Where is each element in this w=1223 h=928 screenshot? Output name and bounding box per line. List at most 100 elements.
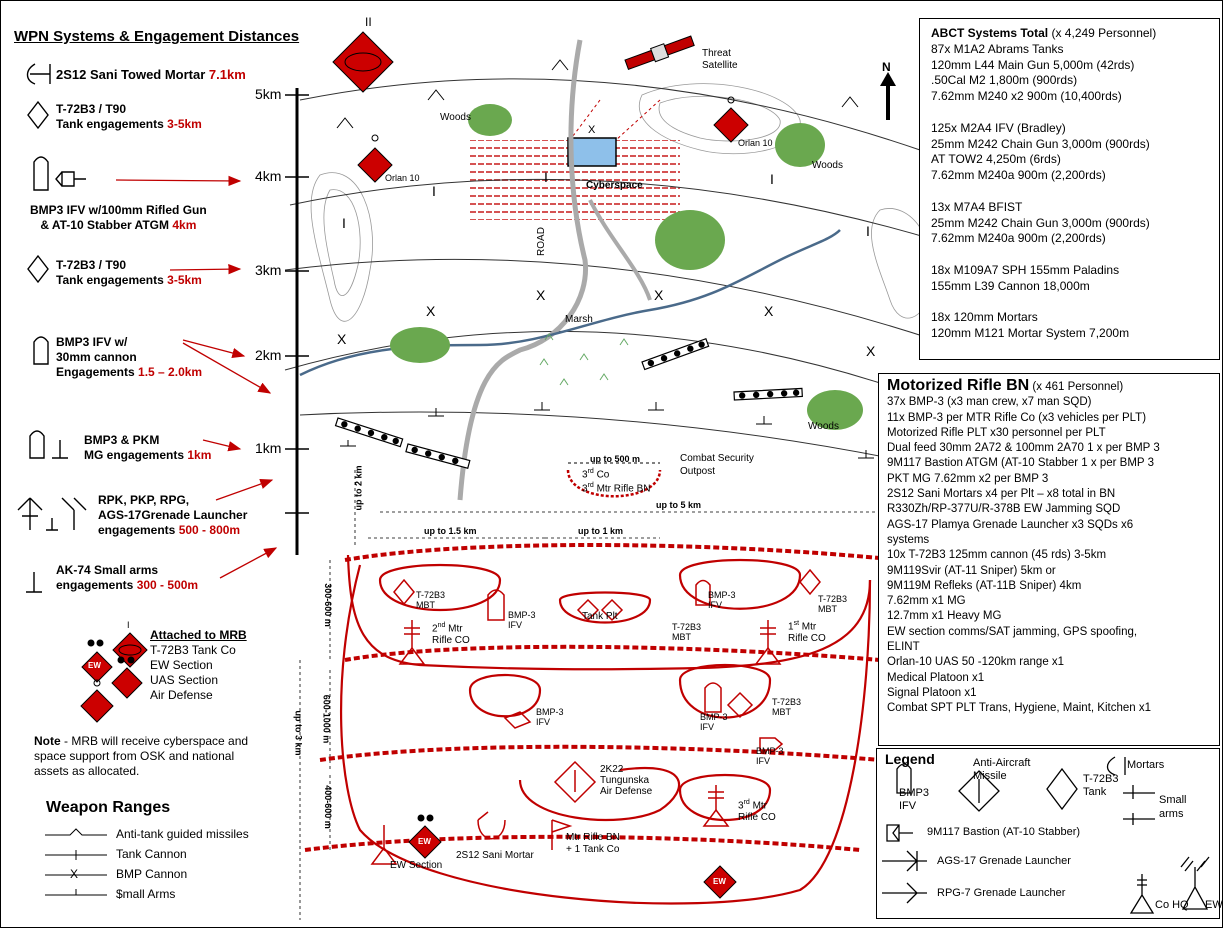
sani-label: 2S12 Sani Towed Mortar 7.1km bbox=[56, 67, 246, 82]
first-rifle-co-label: 1st Mtr Rifle CO bbox=[788, 620, 826, 645]
svg-text:I: I bbox=[866, 223, 870, 239]
up-to-2km-label: up to 2 km bbox=[353, 465, 364, 511]
cyber-x-marker: X bbox=[588, 124, 596, 136]
up-to-1km-label: up to 1 km bbox=[578, 526, 624, 536]
weapon-range-atgm: Anti-tank guided missiles bbox=[116, 827, 249, 841]
legend-rpg: RPG-7 Grenade Launcher bbox=[937, 887, 1066, 899]
range-arrows bbox=[115, 175, 278, 579]
svg-text:X: X bbox=[426, 303, 436, 319]
bmp3-pkm-label: BMP3 & PKM MG engagements 1km bbox=[84, 433, 212, 462]
enemy-battalion-icon bbox=[332, 31, 394, 93]
legend-cohq: Co HQ bbox=[1155, 899, 1189, 911]
legend-bastion: 9M117 Bastion (AT-10 Stabber) bbox=[927, 826, 1081, 838]
t72-label: T-72B3 / T90 Tank engagements 3-5km bbox=[56, 258, 202, 287]
legend-symbols bbox=[882, 756, 1210, 914]
note-text: Note - MRB will receive cyberspace and s… bbox=[34, 734, 249, 778]
combat-security-outpost bbox=[566, 469, 662, 498]
scale-label-5km: 5km bbox=[255, 86, 282, 102]
orlan-label: Orlan 10 bbox=[738, 138, 773, 148]
tank-markers: I I I I I bbox=[342, 169, 870, 239]
up-to-15km-label: up to 1.5 km bbox=[424, 526, 477, 536]
scale-label-2km: 2km bbox=[255, 347, 282, 363]
defensive-lines bbox=[304, 543, 901, 905]
bmp3-atgm-label: BMP3 IFV w/100mm Rifled Gun & AT-10 Stab… bbox=[30, 203, 207, 232]
up-to-3km-label: up to 3 km bbox=[293, 710, 304, 756]
mtr-rifle-bn-label: Mtr Rifle BN+ 1 Tank Co bbox=[566, 832, 620, 855]
attached-units-icon bbox=[80, 632, 148, 723]
attached-roman: I bbox=[127, 620, 130, 630]
obstacles bbox=[334, 337, 803, 470]
ew-section-label: EW Section bbox=[390, 860, 443, 871]
road-label: ROAD bbox=[535, 227, 547, 256]
left-symbols bbox=[17, 63, 87, 593]
threat-satellite-icon bbox=[624, 35, 695, 71]
distance-scale bbox=[285, 88, 309, 555]
weapon-range-tank: Tank Cannon bbox=[116, 847, 187, 861]
orlan-label: Orlan 10 bbox=[385, 173, 420, 183]
bmp3-cannon-label: BMP3 IFV w/ 30mm cannon Engagements 1.5 … bbox=[56, 335, 203, 379]
mortar-icon bbox=[477, 811, 506, 840]
marsh bbox=[539, 333, 629, 386]
company-hq-icon bbox=[370, 620, 782, 865]
svg-text:X: X bbox=[764, 303, 774, 319]
range-arcs bbox=[284, 78, 936, 461]
page-title: WPN Systems & Engagement Distances bbox=[14, 28, 300, 45]
satellite-target-box bbox=[567, 137, 617, 167]
third-co-label: 3rd Co 3rd Mtr Rifle BN bbox=[582, 468, 651, 495]
tank-symbol-icon bbox=[393, 568, 821, 719]
abct-systems-panel: ABCT Systems Total (x 4,249 Personnel) 8… bbox=[919, 18, 1220, 360]
bmp-markers: XXX XXX bbox=[337, 287, 876, 359]
svg-text:I: I bbox=[342, 215, 346, 231]
ak74-label: AK-74 Small arms engagements 300 - 500m bbox=[56, 563, 199, 592]
scale-label-1km: 1km bbox=[255, 440, 282, 456]
svg-text:X: X bbox=[536, 287, 546, 303]
orlan-uas-icon bbox=[713, 96, 749, 143]
orlan-uas-icon bbox=[357, 134, 393, 183]
ew-badge: EW bbox=[418, 837, 431, 846]
road bbox=[457, 39, 589, 501]
dimension-lines bbox=[299, 470, 910, 920]
attached-ew-badge: EW bbox=[88, 661, 101, 670]
t72-label: T-72B3 / T90 Tank engagements 3-5km bbox=[56, 102, 202, 131]
distance-600-1000-label: 600-1000 m bbox=[321, 694, 332, 744]
svg-text:X: X bbox=[654, 287, 664, 303]
scale-label-3km: 3km bbox=[255, 262, 282, 278]
weapon-ranges-symbols bbox=[45, 828, 107, 896]
scale-label-4km: 4km bbox=[255, 168, 282, 184]
ifv-symbol-icon bbox=[487, 579, 784, 751]
ew-icon bbox=[408, 814, 442, 859]
woods-label: Woods bbox=[812, 160, 843, 171]
up-to-5km-label: up to 5 km bbox=[656, 500, 702, 510]
up-to-500-label: up to 500 m bbox=[590, 454, 641, 464]
woods-label: Woods bbox=[808, 421, 839, 432]
bn-hq-flag-icon bbox=[551, 819, 573, 850]
svg-text:I: I bbox=[770, 171, 774, 187]
legend-ags: AGS-17 Grenade Launcher bbox=[937, 855, 1071, 867]
air-defense-icon bbox=[553, 760, 597, 804]
svg-text:I: I bbox=[432, 183, 436, 199]
svg-text:I: I bbox=[544, 169, 548, 185]
motorized-rifle-bn-panel: Motorized Rifle BN (x 461 Personnel) 37x… bbox=[878, 373, 1220, 746]
arc-markers bbox=[336, 59, 859, 129]
svg-text:X: X bbox=[866, 343, 876, 359]
weapon-range-bmp: BMP Cannon bbox=[116, 867, 188, 881]
small-arms-markers bbox=[340, 402, 874, 459]
attached-to-mrb: Attached to MRB T-72B3 Tank Co EW Sectio… bbox=[150, 628, 247, 702]
distance-400-600-label: 400-600 m bbox=[322, 785, 333, 829]
tank-plt-label: Tank Plt bbox=[582, 611, 618, 622]
